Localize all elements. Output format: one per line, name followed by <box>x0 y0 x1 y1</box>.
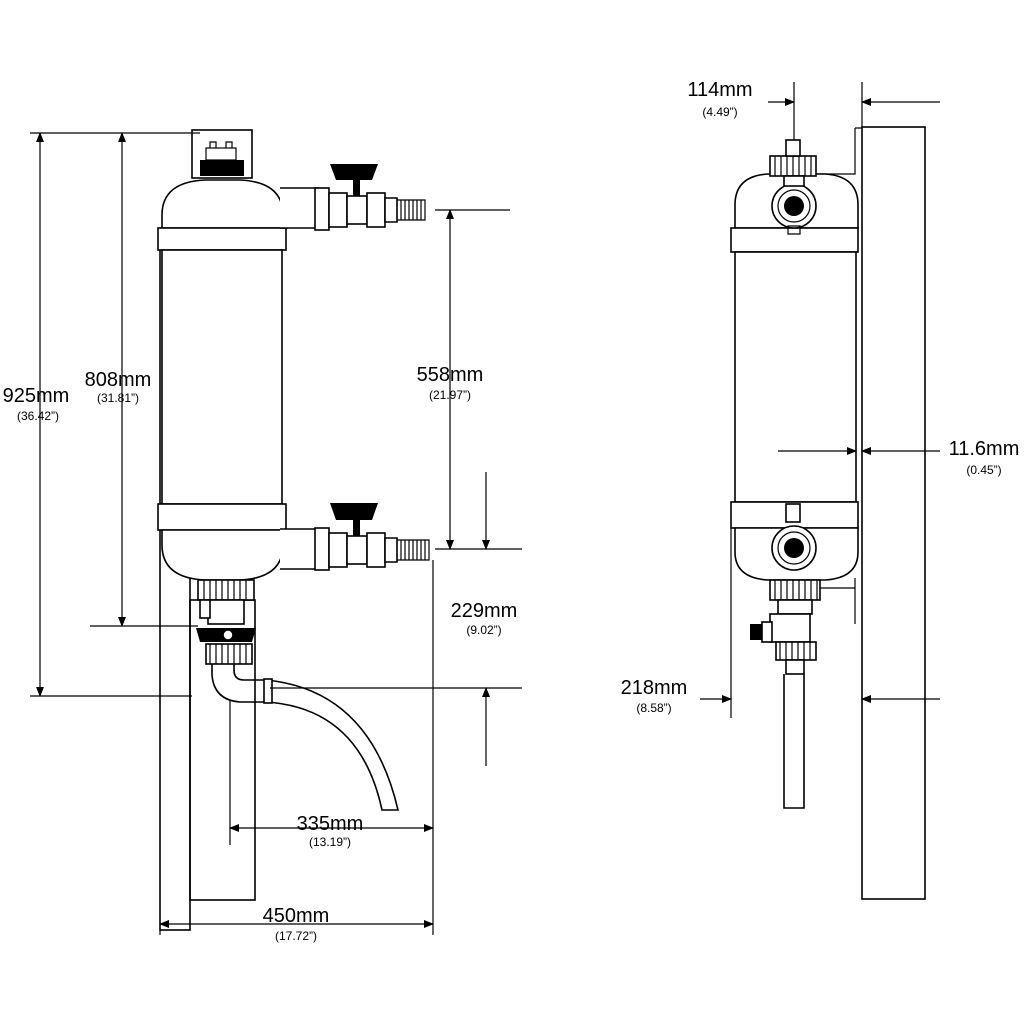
front-view <box>30 129 522 935</box>
label-depth-mm: 218mm <box>621 677 688 699</box>
label-overall-height-inch: (36.42”) <box>17 409 59 423</box>
drain-assembly <box>196 579 400 811</box>
label-depth-inch: (8.58”) <box>636 701 671 715</box>
top-valve-assembly <box>280 164 426 231</box>
label-body-height-mm: 808mm <box>85 369 152 391</box>
label-wall-gap-inch: (0.45”) <box>966 463 1001 477</box>
label-overall-height-mm: 925mm <box>3 385 70 407</box>
label-hose-reach-inch: (13.19”) <box>309 835 351 849</box>
label-port-spacing-mm: 558mm <box>417 364 484 386</box>
label-top-offset-inch: (4.49”) <box>702 105 737 119</box>
label-hose-reach-mm: 335mm <box>297 813 364 835</box>
label-body-height-inch: (31.81”) <box>97 391 139 405</box>
top-mount-bracket <box>191 129 253 179</box>
label-overall-width-mm: 450mm <box>263 905 330 927</box>
side-dimension-lines <box>700 82 940 718</box>
side-top-fitting <box>769 139 817 235</box>
label-port-spacing-inch: (21.97”) <box>429 388 471 402</box>
side-view <box>700 82 940 900</box>
bottom-valve-assembly <box>280 503 430 571</box>
label-overall-width-inch: (17.72”) <box>275 929 317 943</box>
dimension-labels: 925mm (36.42”) 808mm (31.81”) 558mm (21.… <box>3 79 1020 943</box>
label-outlet-drop-inch: (9.02”) <box>466 623 501 637</box>
filter-vessel-front <box>157 179 287 581</box>
side-bottom-fitting <box>750 503 821 809</box>
label-wall-gap-mm: 11.6mm <box>949 438 1020 460</box>
label-top-offset-mm: 114mm <box>687 79 752 101</box>
front-dimension-lines <box>30 132 522 935</box>
side-wall-board <box>861 126 926 900</box>
label-outlet-drop-mm: 229mm <box>451 600 518 622</box>
